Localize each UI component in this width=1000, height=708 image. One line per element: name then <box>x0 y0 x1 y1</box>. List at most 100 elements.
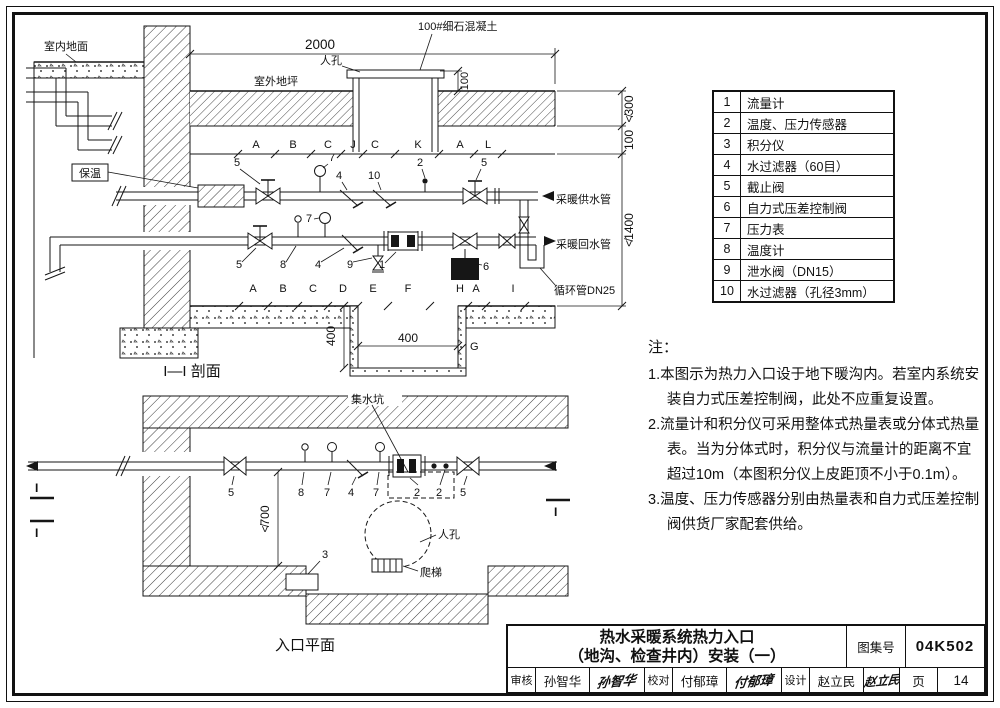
indoor-floor-label: 室内地面 <box>44 39 88 53</box>
trench-floor <box>189 305 556 329</box>
callout: 1 <box>379 259 385 271</box>
approver-name: 付郁璋 <box>673 668 727 692</box>
right-dimension-stack: ≮300 100 ≮1400 <box>557 86 636 311</box>
callout: 8 <box>298 487 304 499</box>
sump-pit-label: 集水坑 <box>351 392 384 406</box>
callout: 7 <box>373 487 379 499</box>
return-pipe <box>44 236 556 281</box>
callouts-supply: 5 7 4 10 2 5 <box>234 152 487 191</box>
dim-clearance-value: ≮700 <box>258 505 272 532</box>
section-mark-label: I <box>35 481 38 495</box>
callout: 5 <box>460 487 466 499</box>
dim-2000-value: 2000 <box>305 37 335 52</box>
insulation-leader <box>107 171 199 189</box>
approver-role: 校对 <box>645 668 673 692</box>
tick-top-2: C <box>324 139 332 151</box>
tick-bot-7: A <box>472 283 480 295</box>
dim-trench-height: ≮1400 <box>622 213 636 247</box>
flow-arrow-right <box>544 461 556 471</box>
callout: 7 <box>324 487 330 499</box>
note-item: 2.流量计和积分仪可采用整体式热量表或分体式热量表。当为分体式时，积分仪与流量计… <box>648 416 980 483</box>
supply-components <box>255 165 500 209</box>
page-number: 14 <box>953 672 969 688</box>
title-block: 热水采暖系统热力入口 （地沟、检查井内）安装（一） 图集号 04K502 审核 … <box>506 624 986 694</box>
callout: 2 <box>436 487 442 499</box>
legend-name: 水过滤器（60目） <box>740 154 895 176</box>
ladder-leader <box>402 565 419 572</box>
callout: 8 <box>280 259 286 271</box>
flow-arrow-left <box>26 461 38 471</box>
drawing-title: 热水采暖系统热力入口 （地沟、检查井内）安装（一） <box>508 626 847 668</box>
sump-pit-outline <box>387 471 455 499</box>
manhole-leader <box>341 65 361 73</box>
section-mark-label: I <box>554 505 557 519</box>
approver-name: 赵立民 <box>810 668 864 692</box>
callout: 6 <box>483 261 489 273</box>
sump-pit-section <box>349 305 467 377</box>
circulation-pipe <box>518 200 545 269</box>
circulation-pipe-label: 循环管DN25 <box>554 283 615 297</box>
tick-bot-3: D <box>339 283 347 295</box>
pipe-insulation <box>197 184 245 208</box>
dim-pit-depth-value: 400 <box>324 326 338 346</box>
supply-pipe <box>111 184 554 208</box>
legend-name: 泄水阀（DN15） <box>740 259 895 281</box>
legend-name: 压力表 <box>740 217 895 239</box>
return-components <box>247 212 516 280</box>
outdoor-ground <box>190 90 556 127</box>
callouts-return: 5 8 7 4 9 1 6 <box>236 213 489 273</box>
callout: 4 <box>348 487 354 499</box>
circulation-leader <box>539 267 557 287</box>
callout: 5 <box>228 487 234 499</box>
approver-signature: 孙智华 <box>590 668 645 692</box>
tick-bot-8: I <box>511 283 514 295</box>
legend-no: 10 <box>712 280 741 303</box>
legend-name: 截止阀 <box>740 175 895 197</box>
dim-pit-width: 400 <box>353 331 463 351</box>
concrete-leader <box>419 33 433 71</box>
sump-pit-leader <box>371 404 409 473</box>
callout: 9 <box>347 259 353 271</box>
tick-top-3: J <box>350 139 356 151</box>
callout: 10 <box>368 170 380 182</box>
supply-flow-arrow <box>542 191 554 201</box>
atlas-number-label: 图集号 <box>847 626 906 668</box>
dim-clearance: ≮700 <box>258 467 283 571</box>
pressure-control-actuator <box>451 258 479 280</box>
callout: 2 <box>414 487 420 499</box>
manhole-label: 人孔 <box>320 54 342 67</box>
legend-name: 自力式压差控制阀 <box>740 196 895 218</box>
insulation-label: 保温 <box>79 166 101 180</box>
outdoor-ground-label-bg <box>250 74 306 88</box>
g-tick-label: G <box>470 341 479 353</box>
signature-ink: 孙智华 <box>596 671 638 691</box>
supply-pipe-label: 采暖供水管 <box>556 192 611 206</box>
indoor-floor-leader <box>65 53 77 63</box>
legend-name: 积分仪 <box>740 133 895 155</box>
callout: 2 <box>417 157 423 169</box>
tick-top-4: C <box>371 139 379 151</box>
manhole-shaft <box>346 69 445 152</box>
g-tick <box>457 343 467 353</box>
approver-role: 设计 <box>782 668 810 692</box>
legend-name: 水过滤器（孔径3mm） <box>740 280 895 303</box>
tick-bot-5: F <box>405 283 412 295</box>
notes-heading: 注： <box>648 339 679 356</box>
callout: 3 <box>322 549 328 561</box>
callout: 5 <box>481 157 487 169</box>
section-view-title: I—I 剖面 <box>163 363 221 380</box>
signature-ink: 付郁璋 <box>733 671 775 691</box>
drawing-title-line1: 热水采暖系统热力入口 <box>599 628 755 646</box>
plan-view-title: 入口平面 <box>275 637 335 654</box>
ladder-label: 爬梯 <box>420 566 442 579</box>
